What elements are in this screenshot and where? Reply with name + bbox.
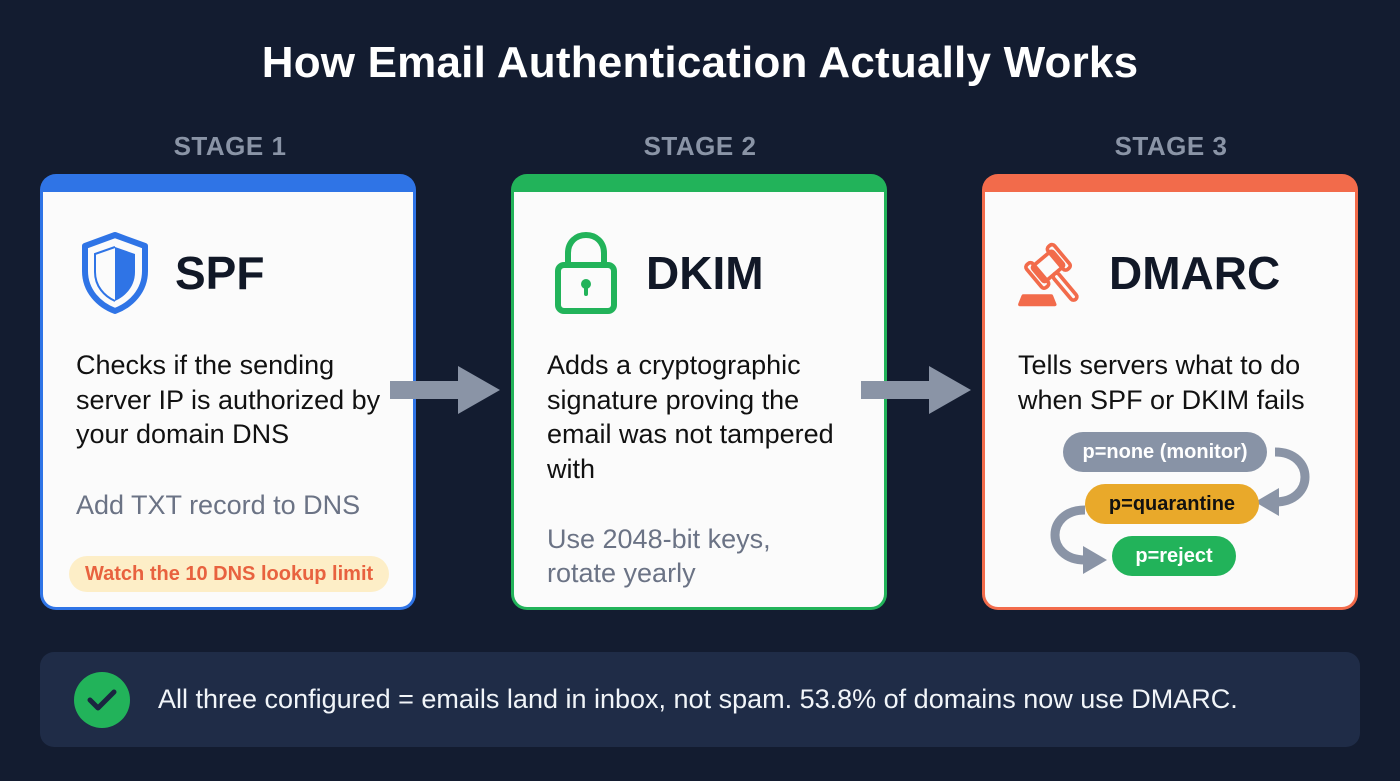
dmarc-card: DMARC Tells servers what to do when SPF … (982, 174, 1358, 610)
policy-reject-badge: p=reject (1112, 536, 1236, 576)
policy-flow-arrows-icon (1050, 447, 1310, 574)
spf-warning-badge: Watch the 10 DNS lookup limit (69, 556, 390, 592)
stage-1-label: STAGE 1 (173, 131, 287, 161)
gavel-icon (1015, 230, 1091, 316)
dkim-title: DKIM (646, 247, 764, 299)
dmarc-description: Tells servers what to do when SPF or DKI… (1018, 350, 1305, 415)
spf-note: Add TXT record to DNS (76, 490, 361, 520)
policy-none-badge: p=none (monitor) (1063, 432, 1267, 472)
shield-icon (77, 230, 153, 316)
summary-text: All three configured = emails land in in… (158, 684, 1238, 714)
check-circle-icon (74, 672, 130, 728)
arrow-right-icon (861, 366, 971, 414)
stage-2-label: STAGE 2 (643, 131, 757, 161)
dkim-description: Adds a cryptographic signature proving t… (547, 350, 834, 484)
policy-quarantine-badge: p=quarantine (1085, 484, 1259, 524)
spf-title: SPF (175, 247, 265, 299)
arrow-right-icon (390, 366, 500, 414)
spf-description: Checks if the sending server IP is autho… (76, 350, 381, 449)
dmarc-title: DMARC (1109, 247, 1281, 299)
lock-icon (548, 230, 624, 316)
spf-card: SPF Checks if the sending server IP is a… (40, 174, 416, 610)
dkim-note: Use 2048-bit keys, rotate yearly (547, 524, 771, 588)
dkim-card: DKIM Adds a cryptographic signature prov… (511, 174, 887, 610)
stage-3-label: STAGE 3 (1114, 131, 1228, 161)
page-title: How Email Authentication Actually Works (261, 38, 1139, 87)
dmarc-card-header: DMARC (1015, 230, 1280, 316)
spf-card-header: SPF (77, 230, 264, 316)
dkim-card-header: DKIM (548, 230, 764, 316)
summary-banner: All three configured = emails land in in… (40, 652, 1360, 747)
